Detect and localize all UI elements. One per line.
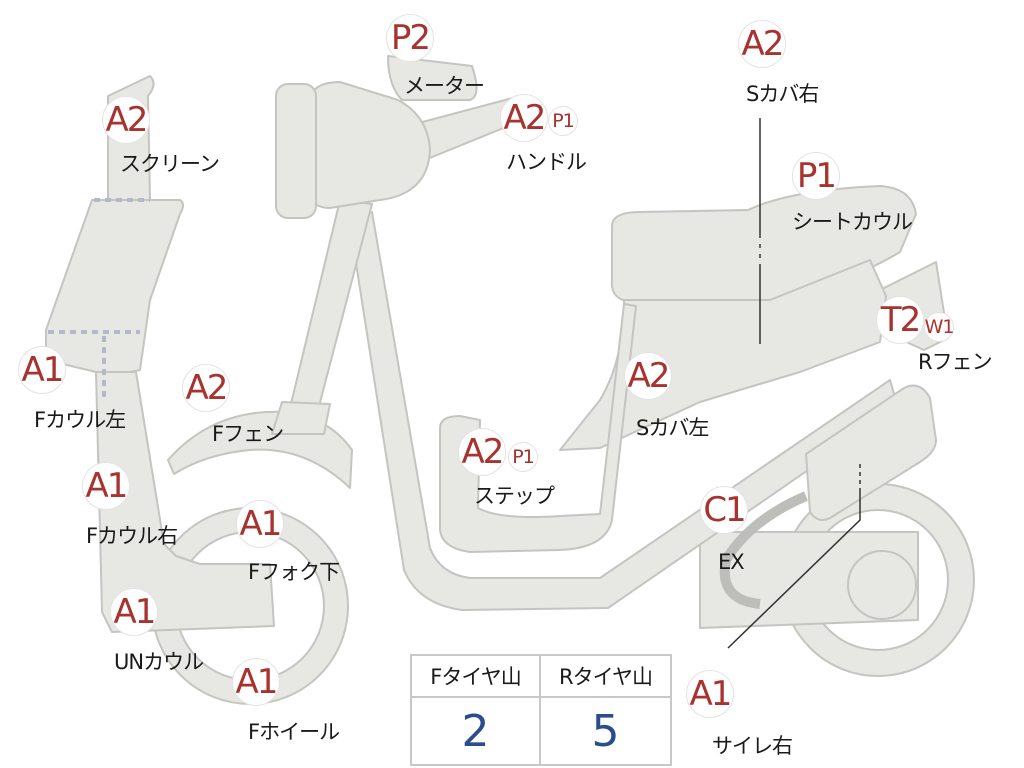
side-cover-right-grade: A2 [741, 24, 785, 64]
front-cowl-lower [95, 371, 275, 633]
front-cowl-left-grade: A1 [21, 350, 65, 390]
step-grade-badge: A2 [458, 428, 506, 476]
step-grade: A2 [461, 432, 505, 472]
muffler-right-grade: A1 [689, 674, 733, 714]
muffler-shape [805, 384, 937, 521]
side-cover-right-label: Sカバ右 [746, 82, 819, 106]
meter-grade: P2 [390, 18, 431, 58]
seat-cowl-grade-badge: P1 [792, 152, 840, 200]
front-wheel-grade: A1 [235, 662, 279, 702]
exhaust-pipe [719, 491, 808, 609]
handle-label: ハンドル [506, 150, 587, 174]
front-fork [289, 199, 373, 411]
handle-grade: A2 [503, 98, 547, 138]
seat-cowl-grade: P1 [796, 156, 837, 196]
rear-fender-grade: T2 [880, 300, 921, 340]
screen-grade: A2 [105, 100, 149, 140]
side-cover-left-grade-badge: A2 [624, 352, 672, 400]
front-cowl-upper [45, 199, 184, 373]
rear-fender-grade2: W1 [924, 315, 955, 338]
front-fork-lower-grade-badge: A1 [236, 500, 284, 548]
seat-cowl-label: シートカウル [792, 210, 913, 234]
step-grade2-badge: P1 [508, 442, 538, 472]
screen-grade-badge: A2 [102, 96, 150, 144]
exhaust-label: EX [718, 550, 745, 574]
side-cover-left-label: Sカバ左 [636, 416, 709, 440]
muffler-right-grade-badge: A1 [686, 670, 734, 718]
front-fender-grade: A2 [185, 368, 229, 408]
side-cover-right-grade-badge: A2 [738, 20, 786, 68]
meter-label: メーター [404, 74, 485, 98]
meter-shape [387, 55, 478, 101]
rear-fender-grade-badge: T2 [876, 296, 924, 344]
rear-tire-header: Rタイヤ山 [541, 656, 670, 698]
front-fender-grade-badge: A2 [182, 364, 230, 412]
meter-grade-badge: P2 [386, 14, 434, 62]
front-cowl-right-grade-badge: A1 [82, 462, 130, 510]
step-grade2: P1 [512, 445, 535, 468]
screen-label: スクリーン [120, 152, 220, 176]
exhaust-grade-badge: C1 [700, 486, 748, 534]
front-fork-lower-grade: A1 [239, 504, 283, 544]
muffler-right-label: サイレ右 [712, 734, 793, 758]
front-wheel-label: Fホイール [248, 720, 340, 744]
muffler-leader [727, 464, 861, 649]
front-fork-lower-label: Fフォク下 [248, 560, 340, 584]
front-cowl-left-label: Fカウル左 [34, 408, 126, 432]
front-cowl-right-grade: A1 [85, 466, 129, 506]
fork-leg [271, 401, 331, 435]
handle-grade2: P1 [552, 109, 575, 132]
front-cowl-left-grade-badge: A1 [18, 346, 66, 394]
rear-hub [847, 550, 917, 620]
rear-tire-value: 5 [591, 705, 620, 757]
front-tire-header: Fタイヤ山 [412, 656, 541, 698]
handle-grade2-badge: P1 [548, 106, 578, 136]
under-cowl-label: UNカウル [114, 650, 204, 674]
handle-grade-badge: A2 [500, 94, 548, 142]
handle-grip [275, 83, 317, 219]
tire-tread-table: Fタイヤ山 Rタイヤ山 2 5 [410, 654, 672, 766]
front-tire-value: 2 [412, 698, 541, 764]
under-cowl-grade: A1 [113, 592, 157, 632]
headlight-body [305, 81, 431, 209]
front-wheel-grade-badge: A1 [232, 658, 280, 706]
step-label: ステップ [474, 484, 555, 508]
front-fender-label: Fフェン [212, 422, 284, 446]
exhaust-grade: C1 [703, 490, 746, 530]
rear-fender-grade2-badge: W1 [924, 312, 954, 342]
under-cowl-grade-badge: A1 [110, 588, 158, 636]
side-cover-left-grade: A2 [627, 356, 671, 396]
rear-fender-label: Rフェン [918, 350, 993, 374]
front-cowl-right-label: Fカウル右 [86, 524, 178, 548]
